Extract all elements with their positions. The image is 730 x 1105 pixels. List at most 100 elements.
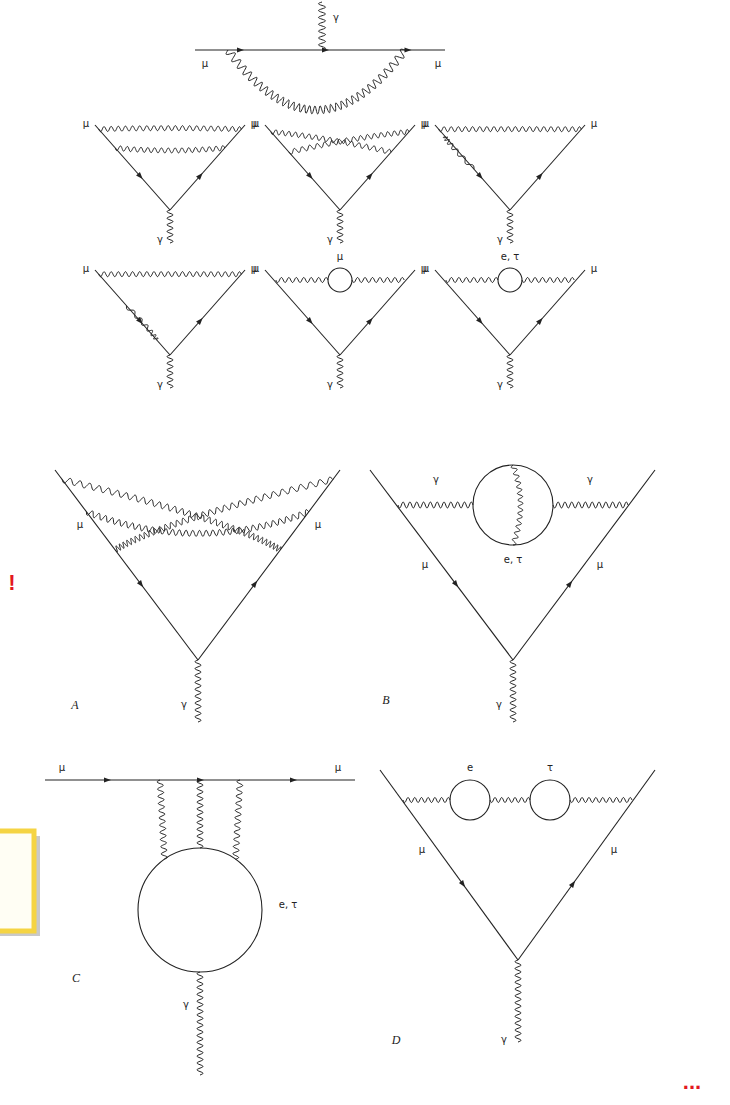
fermion-loop: [450, 780, 490, 820]
fermion-arrow: [566, 579, 574, 588]
particle-label: μ: [77, 520, 83, 530]
fermion-line: [510, 125, 585, 210]
particle-label: μ: [337, 252, 343, 262]
particle-label: γ: [327, 380, 333, 390]
photon-line: [276, 278, 328, 283]
photon-line: [490, 798, 530, 803]
particle-label: e, τ: [504, 555, 523, 565]
particle-label: e: [467, 763, 473, 773]
particle-label: μ: [422, 560, 428, 570]
particle-label: τ: [547, 763, 553, 773]
particle-label: μ: [591, 264, 597, 274]
particle-label: γ: [497, 380, 503, 390]
particle-label: μ: [83, 264, 89, 274]
particle-label: γ: [157, 380, 163, 390]
photon-line: [439, 127, 582, 132]
fermion-arrow: [366, 316, 375, 325]
fermion-line: [435, 125, 510, 210]
photon-line: [337, 355, 343, 388]
fermion-arrow: [476, 172, 485, 181]
lines: [45, 2, 655, 1075]
fermion-line: [370, 470, 513, 660]
photon-line: [86, 510, 308, 537]
fermion-arrow: [536, 316, 545, 325]
fermion-arrow: [197, 777, 204, 782]
particle-label: μ: [423, 264, 429, 274]
diagram-letter: C: [72, 972, 80, 984]
photon-line: [99, 126, 242, 132]
photon-line: [522, 278, 574, 283]
photon-line: [337, 210, 343, 243]
fermion-arrow: [136, 172, 145, 181]
fermion-arrow: [476, 317, 485, 326]
particle-label: μ: [202, 59, 208, 69]
particle-label: μ: [253, 119, 259, 129]
fermion-loop: [138, 848, 262, 972]
photon-line: [167, 355, 173, 388]
alert-mark: !: [8, 572, 15, 594]
fermion-arrow: [137, 580, 145, 589]
fermion-arrow: [306, 317, 315, 326]
fermion-line: [513, 470, 655, 660]
photon-line: [570, 798, 632, 803]
fermion-line: [170, 270, 245, 355]
particle-label: e, τ: [279, 900, 298, 910]
particle-label: μ: [253, 264, 259, 274]
particle-label: γ: [587, 475, 593, 485]
photon-line: [115, 146, 225, 153]
particle-label: γ: [497, 235, 503, 245]
fermion-line: [55, 470, 198, 660]
diagram-letter: D: [392, 1034, 401, 1046]
fermion-line: [170, 125, 245, 210]
particle-label: γ: [496, 700, 502, 710]
photon-line: [446, 278, 498, 283]
diagram-letter: A: [71, 699, 78, 711]
diagram-letter: B: [382, 694, 389, 706]
photon-line: [289, 129, 409, 154]
particle-label: μ: [423, 119, 429, 129]
fermion-loop: [328, 268, 352, 292]
particle-label: μ: [315, 520, 321, 530]
fermion-arrow: [104, 777, 111, 782]
photon-line: [115, 477, 333, 552]
fermion-arrow: [237, 47, 244, 52]
particle-label: μ: [335, 763, 341, 773]
particle-label: γ: [501, 1035, 507, 1045]
photon-line: [233, 780, 243, 859]
photon-line: [510, 660, 516, 722]
photon-line: [62, 478, 281, 551]
fermion-line: [380, 770, 518, 960]
photon-line: [195, 660, 201, 722]
photon-line: [157, 780, 167, 859]
particle-label: γ: [327, 235, 333, 245]
fermion-arrow: [306, 172, 315, 181]
particle-label: γ: [183, 1000, 189, 1010]
photon-line: [403, 798, 450, 803]
photon-line: [553, 502, 628, 508]
photon-line: [515, 960, 521, 1042]
highlight-panel: [0, 831, 34, 931]
photon-line: [398, 502, 473, 508]
particle-label: μ: [611, 845, 617, 855]
particle-label: μ: [435, 59, 441, 69]
particle-label: e, τ: [501, 252, 520, 262]
photon-line: [507, 355, 513, 388]
fermion-line: [518, 770, 655, 960]
continuation-mark: ...: [683, 1071, 701, 1093]
photon-line: [167, 210, 173, 243]
particle-label: μ: [597, 560, 603, 570]
photon-line: [99, 272, 242, 277]
particle-label: γ: [181, 700, 187, 710]
fermion-arrow: [251, 579, 259, 588]
fermion-line: [95, 270, 170, 355]
photon-line: [197, 972, 203, 1075]
photon-line: [226, 49, 405, 114]
fermion-loop: [473, 465, 553, 545]
photon-line: [126, 306, 158, 340]
photon-line: [352, 278, 404, 283]
fermion-loop: [530, 780, 570, 820]
fermion-arrow: [196, 316, 205, 325]
fermion-arrow: [290, 777, 297, 782]
particle-label: γ: [333, 13, 339, 23]
